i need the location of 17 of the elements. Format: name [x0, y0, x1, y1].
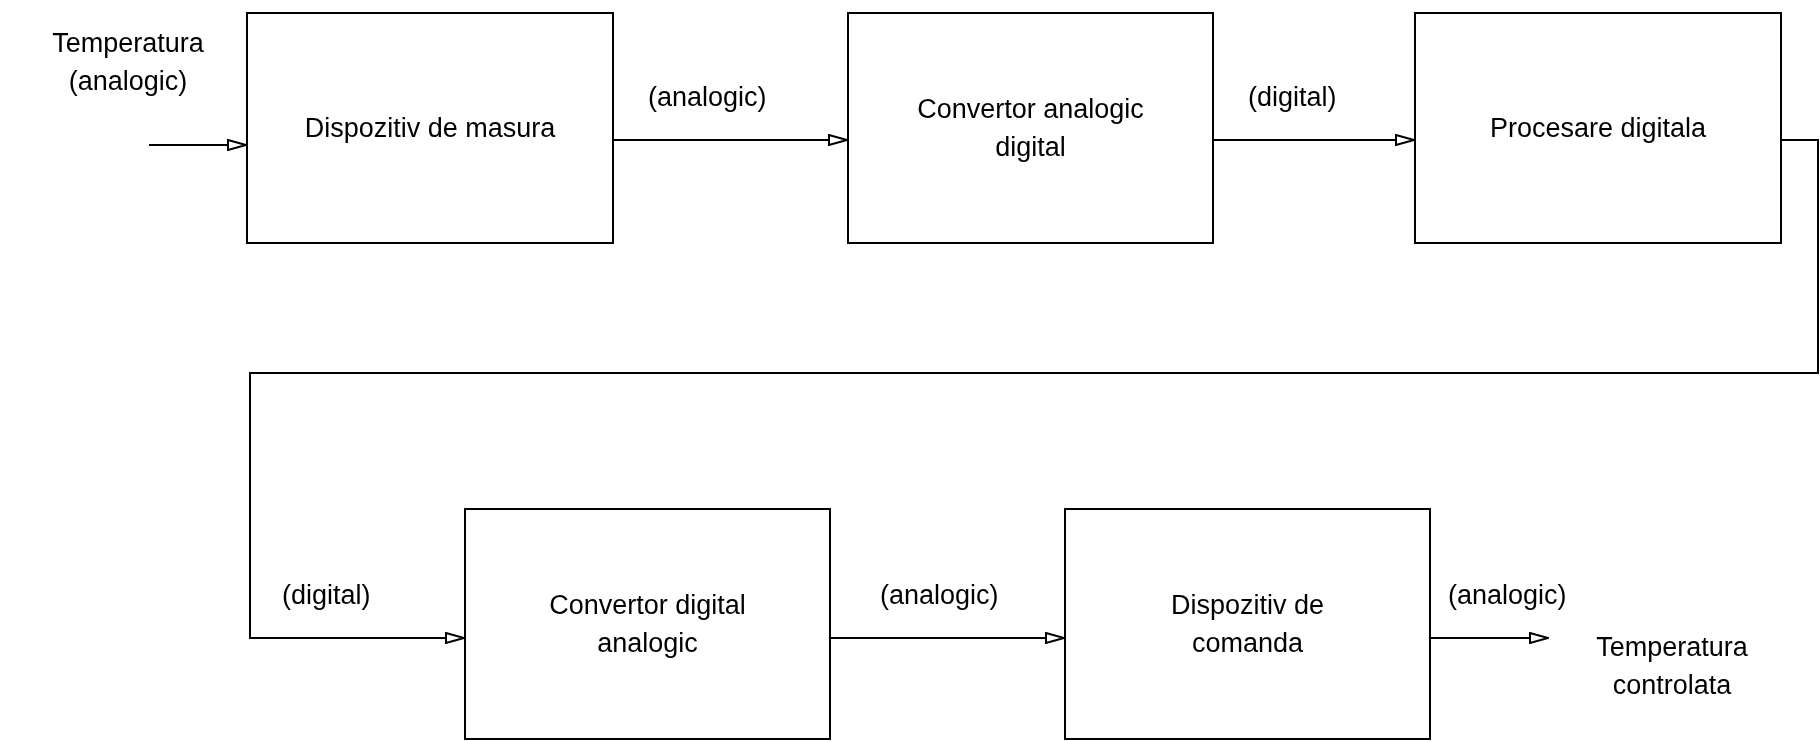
edge-label: (digital): [1248, 81, 1337, 114]
process-box: Convertor analogic digital: [847, 12, 1214, 244]
process-box: Dispozitiv de masura: [246, 12, 614, 244]
process-box: Procesare digitala: [1414, 12, 1782, 244]
edge-label: (analogic): [880, 579, 999, 612]
edge-label: Temperatura (analogic): [51, 27, 205, 98]
node-text: Temperatura controlata: [1548, 628, 1796, 710]
arrow: [613, 134, 848, 146]
arrow: [1430, 632, 1549, 644]
edge-label: (digital): [282, 579, 371, 612]
process-box: Dispozitiv de comanda: [1064, 508, 1431, 740]
edge-label: (analogic): [1448, 579, 1567, 612]
process-box: Convertor digital analogic: [464, 508, 831, 740]
arrow: [148, 139, 247, 151]
arrow: [1213, 134, 1415, 146]
arrow: [830, 632, 1065, 644]
edge-label: (analogic): [648, 81, 767, 114]
